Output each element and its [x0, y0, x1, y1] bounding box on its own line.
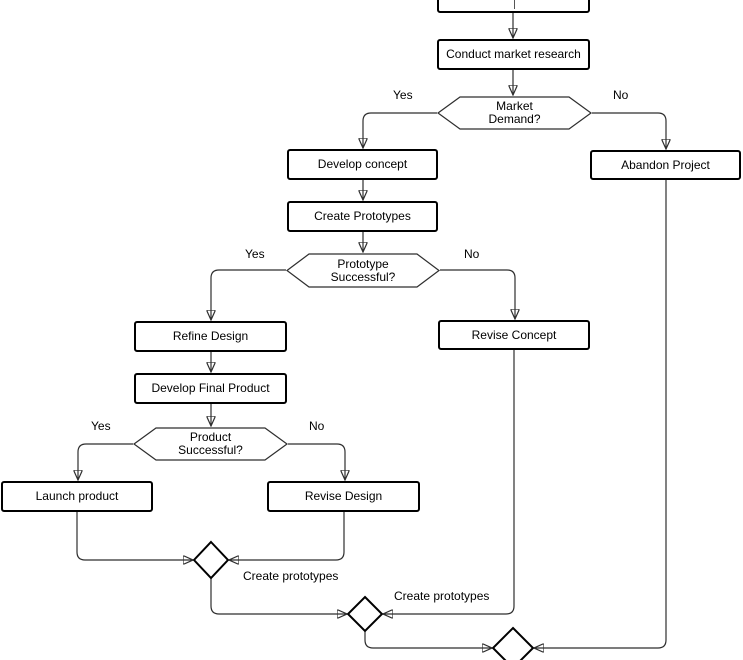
process-revise-design[interactable]: Revise Design: [267, 481, 420, 512]
process-conduct-market-research[interactable]: Conduct market research: [437, 39, 590, 70]
edge-label-market-no: No: [613, 88, 629, 102]
process-label: Refine Design: [172, 329, 249, 343]
process-label: Abandon Project: [621, 157, 710, 172]
edge-label-market-yes: Yes: [393, 88, 413, 102]
process-revise-concept[interactable]: Revise Concept: [438, 320, 590, 350]
process-abandon-project[interactable]: Abandon Project: [590, 150, 741, 180]
process-refine-design[interactable]: Refine Design: [134, 321, 287, 352]
connector-prototype-yes: [211, 269, 286, 320]
process-label: Develop concept: [317, 157, 408, 171]
process-label: Develop Final Product: [151, 381, 270, 395]
connector-junction2-to-junction3: [364, 631, 492, 648]
edge-label-create-prototypes-1: Create prototypes: [243, 569, 339, 583]
process-label: Revise Design: [304, 489, 383, 503]
process-develop-concept[interactable]: Develop concept: [287, 149, 438, 180]
process-launch-product[interactable]: Launch product: [1, 481, 153, 512]
process-develop-final-product[interactable]: Develop Final Product: [134, 373, 287, 404]
process-label: Conduct market research: [446, 47, 581, 61]
process-top-cutoff[interactable]: [437, 0, 590, 13]
edge-label-prototype-yes: Yes: [245, 247, 265, 261]
junction-diamond-3[interactable]: [491, 626, 535, 660]
junction-diamond-1[interactable]: [192, 540, 230, 580]
hexagon-shape: [286, 253, 440, 288]
process-label: Revise Concept: [471, 327, 557, 342]
decision-product-successful[interactable]: Product Successful?: [132, 427, 289, 461]
hexagon-shape: [132, 427, 289, 461]
process-create-prototypes[interactable]: Create Prototypes: [287, 201, 438, 232]
decision-prototype-successful[interactable]: Prototype Successful?: [286, 253, 440, 288]
decision-label: Prototype Successful?: [330, 256, 396, 284]
process-label: Launch product: [35, 489, 119, 503]
connector-revise-design-to-junction1: [229, 512, 345, 560]
edge-label-product-yes: Yes: [91, 419, 111, 433]
hexagon-shape: [436, 96, 593, 130]
connector-product-no: [288, 443, 345, 480]
connector-abandon-to-junction3: [534, 180, 667, 648]
edge-label-create-prototypes-2: Create prototypes: [394, 589, 490, 603]
connector-prototype-no: [440, 269, 515, 319]
junction-diamond-2[interactable]: [346, 595, 384, 633]
connector-market-demand-no: [592, 112, 666, 149]
connector-product-yes: [78, 443, 133, 480]
connector-revise-concept-to-junction2: [383, 350, 515, 614]
connector-market-demand-yes: [363, 112, 437, 148]
decision-label: Market Demand?: [488, 99, 541, 126]
process-label: Create Prototypes: [314, 209, 411, 223]
connector-junction1-to-junction2: [210, 578, 347, 614]
connector-launch-to-junction1: [76, 512, 193, 560]
top-box-connector-stub: [513, 0, 515, 9]
edge-label-product-no: No: [309, 419, 325, 433]
decision-label: Product Successful?: [178, 430, 243, 457]
decision-market-demand[interactable]: Market Demand?: [436, 96, 593, 130]
edge-label-prototype-no: No: [464, 247, 480, 261]
